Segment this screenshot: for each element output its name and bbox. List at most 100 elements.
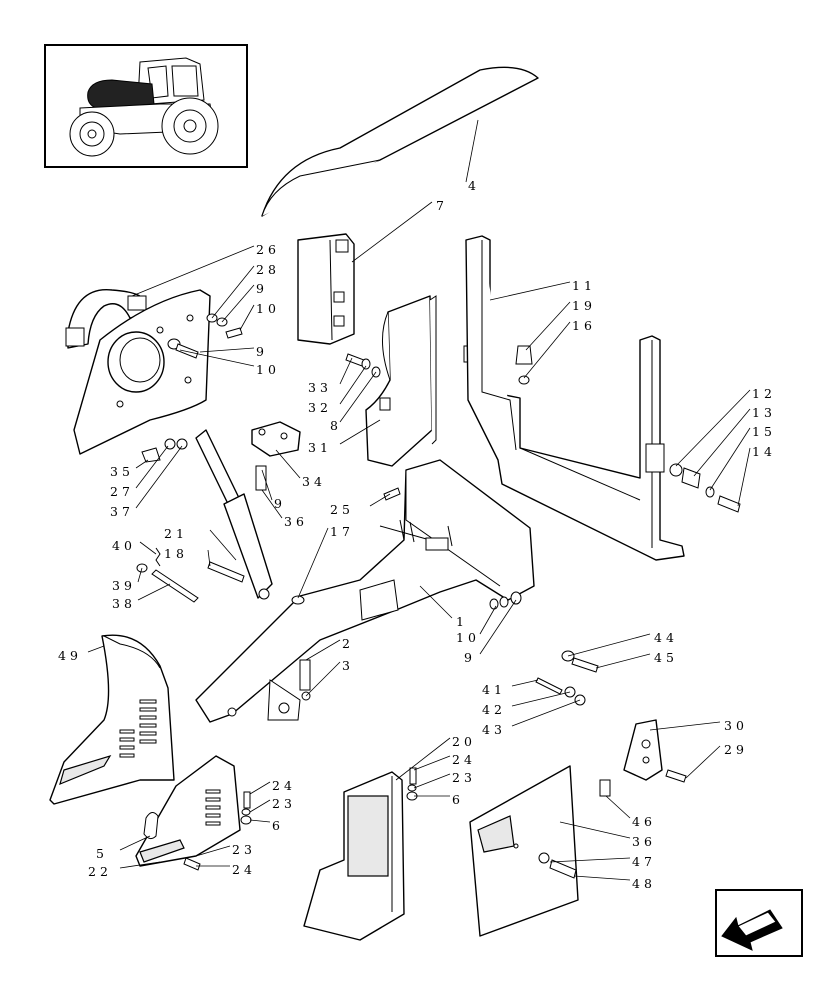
callout-1: 1: [456, 614, 468, 629]
arrow-icon: [721, 909, 783, 951]
callout-leader: [261, 469, 273, 501]
callout-29: 29: [724, 742, 748, 757]
callout-47: 47: [632, 854, 656, 869]
hardware-41-42-43: [535, 677, 586, 706]
callout-labels: 4726289109103332831111916121315143527373…: [58, 119, 776, 891]
tractor-thumbnail: [44, 44, 248, 168]
callout-leader: [523, 321, 571, 379]
callout-leader: [239, 304, 255, 331]
callout-leader: [675, 389, 751, 467]
part-21-gas-strut: [195, 429, 273, 600]
callout-leader: [221, 284, 255, 323]
grill-slots-22: [205, 789, 221, 826]
hardware-35-27-37: [141, 438, 188, 463]
callout-leader: [511, 679, 539, 687]
callout-4: 4: [468, 178, 480, 193]
callout-2: 2: [342, 636, 354, 651]
callout-31: 31: [308, 440, 332, 455]
callout-leader: [339, 371, 377, 423]
callout-16: 16: [572, 318, 596, 333]
callout-41: 41: [482, 682, 506, 697]
callout-leader: [737, 447, 751, 507]
hardware-29: [665, 769, 687, 783]
callout-leader: [137, 583, 171, 601]
part-11-frame: [465, 235, 685, 561]
next-page-button[interactable]: [715, 889, 803, 957]
hardware-46-47-48: [538, 779, 611, 879]
callout-11: 11: [572, 278, 596, 293]
callout-24a: 24: [452, 752, 476, 767]
callout-leader: [179, 349, 255, 367]
part-36-flat-panel: [469, 765, 579, 937]
hardware-44-45: [561, 650, 599, 673]
callout-10b: 10: [256, 362, 280, 377]
callout-5: 5: [96, 846, 108, 861]
callout-14: 14: [752, 444, 776, 459]
callout-leader: [709, 427, 751, 491]
callout-13: 13: [752, 405, 776, 420]
callout-43: 43: [482, 722, 506, 737]
hardware-24-23-6-lower: [183, 791, 252, 871]
callout-leader: [549, 857, 631, 863]
callout-leader: [465, 119, 479, 183]
callout-leader: [595, 653, 651, 669]
callout-leader: [339, 365, 367, 405]
callout-23b: 23: [272, 796, 296, 811]
callout-leader: [249, 781, 271, 795]
part-31-cover: [365, 295, 471, 467]
grill-slots-49: [119, 699, 157, 758]
callout-39: 39: [112, 578, 136, 593]
callout-leader: [511, 699, 581, 727]
callout-leader: [339, 357, 353, 385]
callout-9a: 9: [256, 281, 268, 296]
callout-leader: [479, 599, 517, 655]
part-7-bracket: [297, 233, 355, 345]
hardware-40-18-39-38: [136, 547, 245, 603]
callout-7: 7: [436, 198, 448, 213]
callout-leader: [87, 645, 105, 653]
callout-leader: [211, 265, 255, 319]
callout-10a: 10: [256, 301, 280, 316]
callout-leader: [413, 755, 451, 771]
part-4-top-panel: [261, 66, 539, 217]
callout-leader: [305, 639, 341, 661]
callout-12: 12: [752, 386, 776, 401]
callout-38: 38: [112, 596, 136, 611]
callout-17: 17: [330, 524, 354, 539]
callout-27: 27: [110, 484, 134, 499]
hardware-25: [383, 487, 401, 501]
callout-49: 49: [58, 648, 82, 663]
callout-30: 30: [724, 718, 748, 733]
callout-leader: [649, 721, 721, 731]
callout-25: 25: [330, 502, 354, 517]
callout-leader: [249, 819, 271, 823]
callout-leader: [261, 489, 283, 519]
callout-leader: [369, 493, 391, 507]
callout-leader: [685, 745, 721, 779]
callout-9b: 9: [256, 344, 268, 359]
callout-leader: [135, 445, 169, 489]
callout-leader: [135, 445, 183, 509]
part-22-lower-panel: [135, 755, 241, 867]
callout-8: 8: [330, 418, 342, 433]
callout-42: 42: [482, 702, 506, 717]
callout-leader: [209, 529, 237, 561]
callout-33: 33: [308, 380, 332, 395]
callout-9d: 9: [464, 650, 476, 665]
callout-leader: [419, 585, 453, 619]
callout-6b: 6: [272, 818, 284, 833]
callout-leader: [339, 419, 381, 445]
callout-21: 21: [164, 526, 188, 541]
callout-leader: [511, 691, 571, 707]
callout-leader: [119, 861, 161, 869]
callout-46: 46: [632, 814, 656, 829]
callout-leader: [395, 737, 451, 781]
part-30-plate: [623, 719, 663, 781]
callout-leader: [297, 527, 329, 599]
callout-44: 44: [654, 630, 678, 645]
callout-leader: [567, 633, 651, 657]
callout-leader: [559, 821, 631, 839]
callout-19: 19: [572, 298, 596, 313]
callout-leader: [119, 835, 151, 851]
callout-leader: [573, 875, 631, 881]
